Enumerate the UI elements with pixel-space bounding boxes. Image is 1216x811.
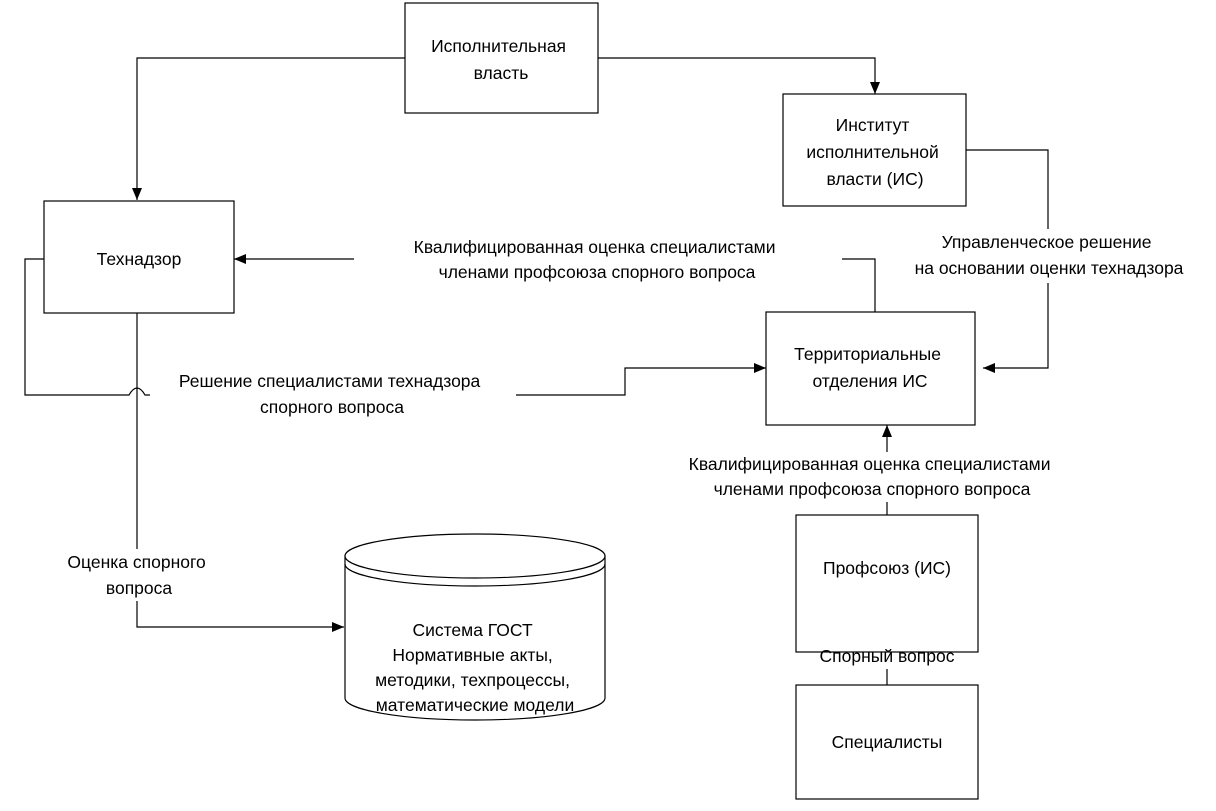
node-tech-supervision	[43, 200, 235, 314]
node-trade-union	[795, 514, 979, 653]
qualified-assessment-to-tech-label: Квалифицированная оценка специалистами ч…	[414, 237, 781, 282]
management-decision-label: Управленческое решение на основании оцен…	[915, 232, 1184, 278]
gost-system-label: Система ГОСТ Нормативные акты, методики,…	[375, 620, 575, 715]
tech-supervision-label: Технадзор	[97, 249, 182, 269]
node-specialists	[795, 684, 979, 800]
edge-executive-to-tech	[132, 57, 405, 200]
edge-tech-to-gost	[136, 313, 344, 632]
issue-assessment-label: Оценка спорного вопроса	[67, 552, 210, 598]
node-territorial-branches	[765, 311, 976, 426]
disputed-issue-label: Спорный вопрос	[820, 646, 955, 666]
tech-decision-label: Решение специалистами технадзора спорног…	[179, 371, 485, 417]
executive-institute-label: Институт исполнительной власти (ИС)	[806, 115, 943, 189]
node-gost-database-cylinder	[344, 533, 606, 721]
edge-executive-to-institute	[598, 57, 880, 94]
node-executive-institute	[782, 93, 967, 207]
specialists-label: Специалисты	[832, 732, 943, 752]
qualified-assessment-to-branches-label: Квалифицированная оценка специалистами ч…	[689, 454, 1056, 499]
executive-power-label: Исполнительная власть	[431, 36, 571, 83]
territorial-branches-label: Территориальные отделения ИС	[794, 344, 946, 391]
node-executive-power	[404, 2, 599, 114]
trade-union-label: Профсоюз (ИС)	[823, 558, 951, 578]
